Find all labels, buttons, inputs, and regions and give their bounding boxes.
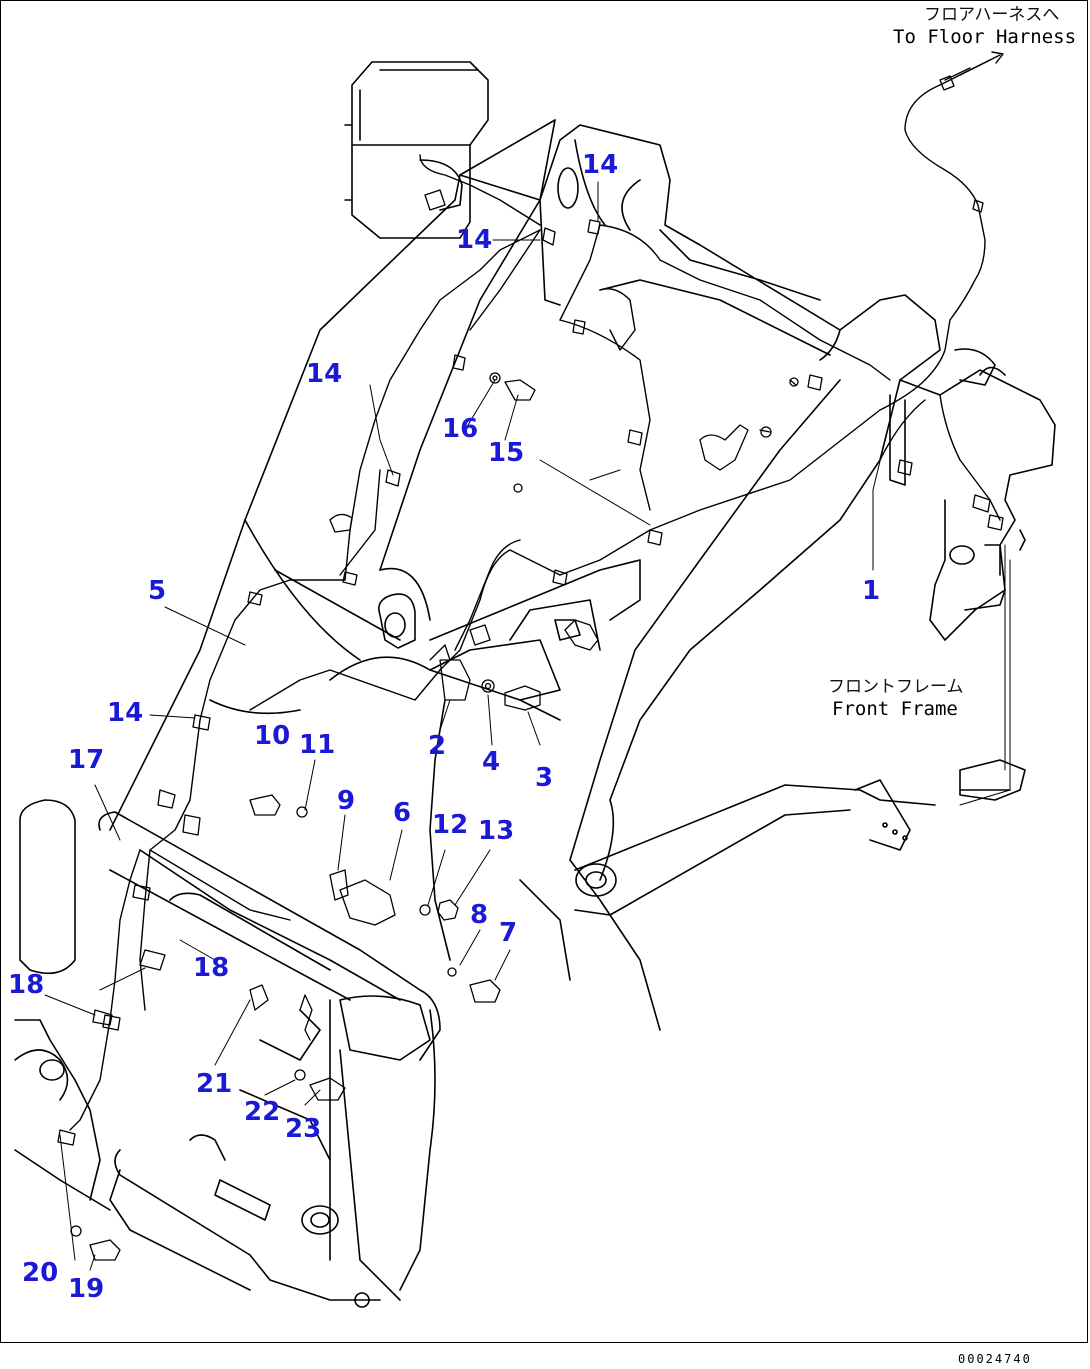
callout-18-center: 18 bbox=[193, 953, 230, 983]
bracket-hardware bbox=[429, 372, 599, 711]
callout-15: 15 bbox=[488, 438, 525, 468]
callout-5: 5 bbox=[148, 576, 167, 606]
upper-cross-member bbox=[459, 124, 941, 381]
callout-23: 23 bbox=[285, 1114, 322, 1144]
wire-harness bbox=[69, 59, 1001, 1131]
pivot-boss bbox=[378, 593, 601, 701]
callout-12: 12 bbox=[432, 810, 469, 840]
callout-11: 11 bbox=[299, 730, 336, 760]
callout-1: 1 bbox=[862, 576, 881, 606]
callout-18-left: 18 bbox=[8, 970, 45, 1000]
callout-14-upper-left: 14 bbox=[456, 225, 493, 255]
drawing-number: 00024740 bbox=[958, 1352, 1032, 1366]
callout-20: 20 bbox=[22, 1258, 59, 1288]
lower-frame-tubes bbox=[14, 799, 441, 1308]
callout-16: 16 bbox=[442, 414, 479, 444]
callout-17: 17 bbox=[68, 745, 105, 775]
floor-harness-arrow bbox=[944, 51, 1004, 81]
clamps-and-clips bbox=[57, 75, 1004, 1146]
callout-3: 3 bbox=[535, 763, 554, 793]
right-frame-end bbox=[889, 348, 1056, 641]
floor-harness-jp-label: フロアハーネスへ bbox=[924, 5, 1060, 25]
callout-21: 21 bbox=[196, 1069, 233, 1099]
callout-4: 4 bbox=[482, 747, 501, 777]
callout-9: 9 bbox=[337, 786, 356, 816]
callout-14-top: 14 bbox=[582, 150, 619, 180]
callout-7: 7 bbox=[499, 918, 518, 948]
callout-6: 6 bbox=[393, 798, 412, 828]
callout-8: 8 bbox=[470, 900, 489, 930]
callout-19: 19 bbox=[68, 1274, 105, 1304]
callout-14-middle: 14 bbox=[306, 359, 343, 389]
front-frame-en-label: Front Frame bbox=[832, 698, 958, 720]
callout-10: 10 bbox=[254, 721, 291, 751]
drawing-frame bbox=[0, 0, 1088, 1343]
main-frame-body bbox=[109, 119, 901, 1291]
callout-13: 13 bbox=[478, 816, 515, 846]
headlamp-assembly bbox=[344, 61, 489, 239]
clamp-bracket-assembly bbox=[70, 794, 501, 1261]
front-frame-jp-label: フロントフレーム bbox=[828, 677, 964, 697]
callout-14-lower: 14 bbox=[107, 698, 144, 728]
floor-harness-en-label: To Floor Harness bbox=[893, 26, 1077, 48]
callout-2: 2 bbox=[428, 731, 447, 761]
leader-lines bbox=[44, 181, 1011, 1271]
link-arm bbox=[574, 759, 1026, 916]
callout-22: 22 bbox=[244, 1097, 281, 1127]
